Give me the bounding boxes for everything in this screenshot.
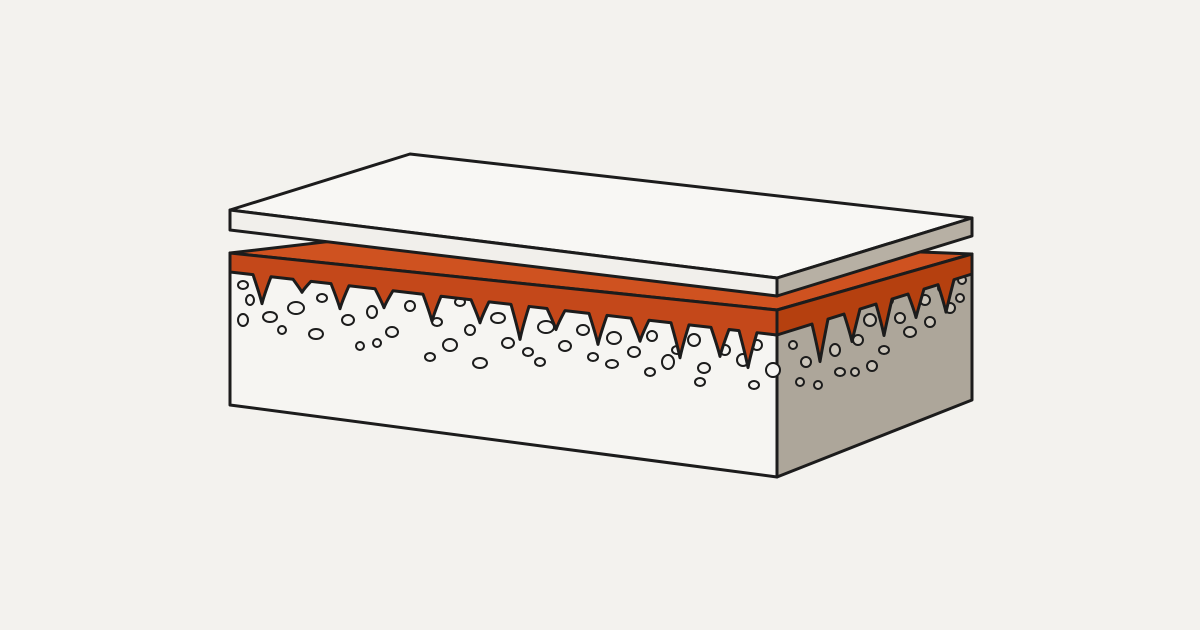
substrate-pore [237, 280, 249, 290]
substrate-pore [308, 328, 324, 340]
substrate-pore [442, 338, 458, 352]
substrate-pore [341, 314, 355, 326]
substrate-pore [587, 352, 599, 362]
substrate-pore [576, 324, 590, 336]
substrate-pore [534, 357, 546, 367]
substrate-pore [372, 338, 382, 348]
substrate-pore [765, 362, 781, 378]
substrate-pore [646, 330, 658, 342]
substrate-pore [464, 324, 476, 336]
substrate-pore [644, 367, 656, 377]
substrate-pore [800, 356, 812, 368]
substrate-pore [834, 367, 846, 377]
substrate-pore [697, 362, 711, 374]
substrate-pore [627, 346, 641, 358]
substrate-pore [795, 377, 805, 387]
substrate-pore [537, 320, 555, 334]
substrate-pore [955, 293, 965, 303]
substrate-pore [287, 301, 305, 315]
substrate-pore [606, 331, 622, 345]
substrate-pore [522, 347, 534, 357]
substrate-pore [277, 325, 287, 335]
substrate-pore [385, 326, 399, 338]
tile-slab [228, 152, 974, 298]
substrate-pore [316, 293, 328, 303]
substrate-pore [661, 354, 675, 370]
adhesive-side-face [775, 252, 974, 364]
substrate-pore [903, 326, 917, 338]
substrate-pore [605, 359, 619, 369]
substrate-pore [924, 316, 936, 328]
substrate-pore [558, 340, 572, 352]
substrate-pore [404, 300, 416, 312]
substrate-pore [788, 340, 798, 350]
substrate-pore [863, 313, 877, 327]
substrate-pores-front [237, 280, 781, 390]
substrate-pore [355, 341, 365, 351]
substrate-pore [748, 380, 760, 390]
substrate-pore [866, 360, 878, 372]
substrate-pore [366, 305, 378, 319]
substrate-pore [237, 313, 249, 327]
substrate-pore [424, 352, 436, 362]
substrate-pore [501, 337, 515, 349]
substrate-pore [894, 312, 906, 324]
substrate-pore [694, 377, 706, 387]
substrate-pore [687, 333, 701, 347]
substrate-pore [829, 343, 841, 357]
tile-side-face [775, 216, 974, 298]
substrate-pore [878, 345, 890, 355]
adhesive-front-face [228, 251, 779, 370]
substrate-pore [245, 294, 255, 306]
substrate-pore [262, 311, 278, 323]
substrate-pore [472, 357, 488, 369]
substrate-pore [813, 380, 823, 390]
substrate-pore [850, 367, 860, 377]
substrate-pore [490, 312, 506, 324]
